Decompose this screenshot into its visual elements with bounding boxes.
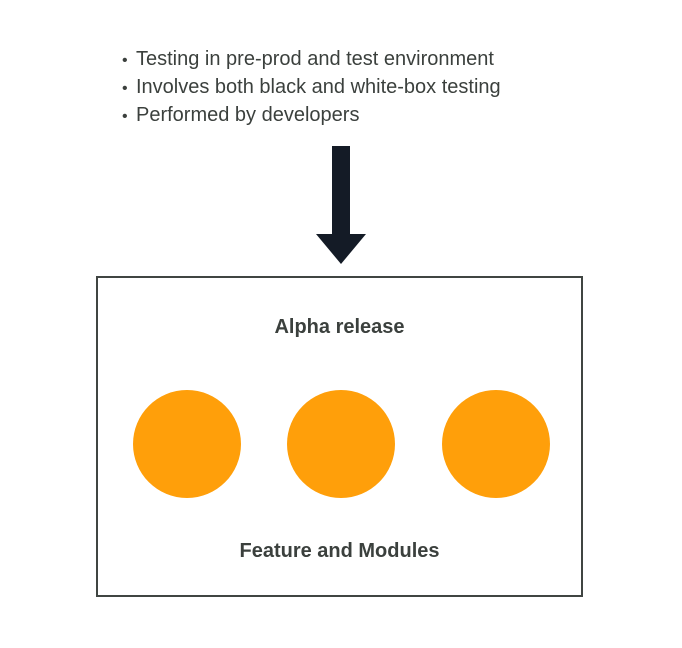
bullet-text: Testing in pre-prod and test environment bbox=[136, 48, 494, 70]
alpha-release-box: Alpha release Feature and Modules bbox=[96, 276, 583, 597]
bullet-marker: • bbox=[122, 80, 128, 97]
module-circle bbox=[287, 390, 395, 498]
bullet-marker: • bbox=[122, 108, 128, 125]
bullet-item: • Testing in pre-prod and test environmen… bbox=[122, 46, 501, 74]
bullet-text: Performed by developers bbox=[136, 104, 360, 126]
box-title: Alpha release bbox=[274, 316, 405, 338]
down-arrow-icon bbox=[316, 146, 366, 264]
bullet-list: • Testing in pre-prod and test environmen… bbox=[122, 46, 501, 130]
module-circle bbox=[133, 390, 241, 498]
bullet-item: • Performed by developers bbox=[122, 102, 501, 130]
bullet-item: • Involves both black and white-box testi… bbox=[122, 74, 501, 102]
module-circle bbox=[442, 390, 550, 498]
box-caption: Feature and Modules bbox=[239, 540, 440, 562]
arrow-shaft bbox=[332, 146, 350, 236]
bullet-marker: • bbox=[122, 52, 128, 69]
arrow-head bbox=[316, 234, 366, 264]
bullet-text: Involves both black and white-box testin… bbox=[136, 76, 501, 98]
